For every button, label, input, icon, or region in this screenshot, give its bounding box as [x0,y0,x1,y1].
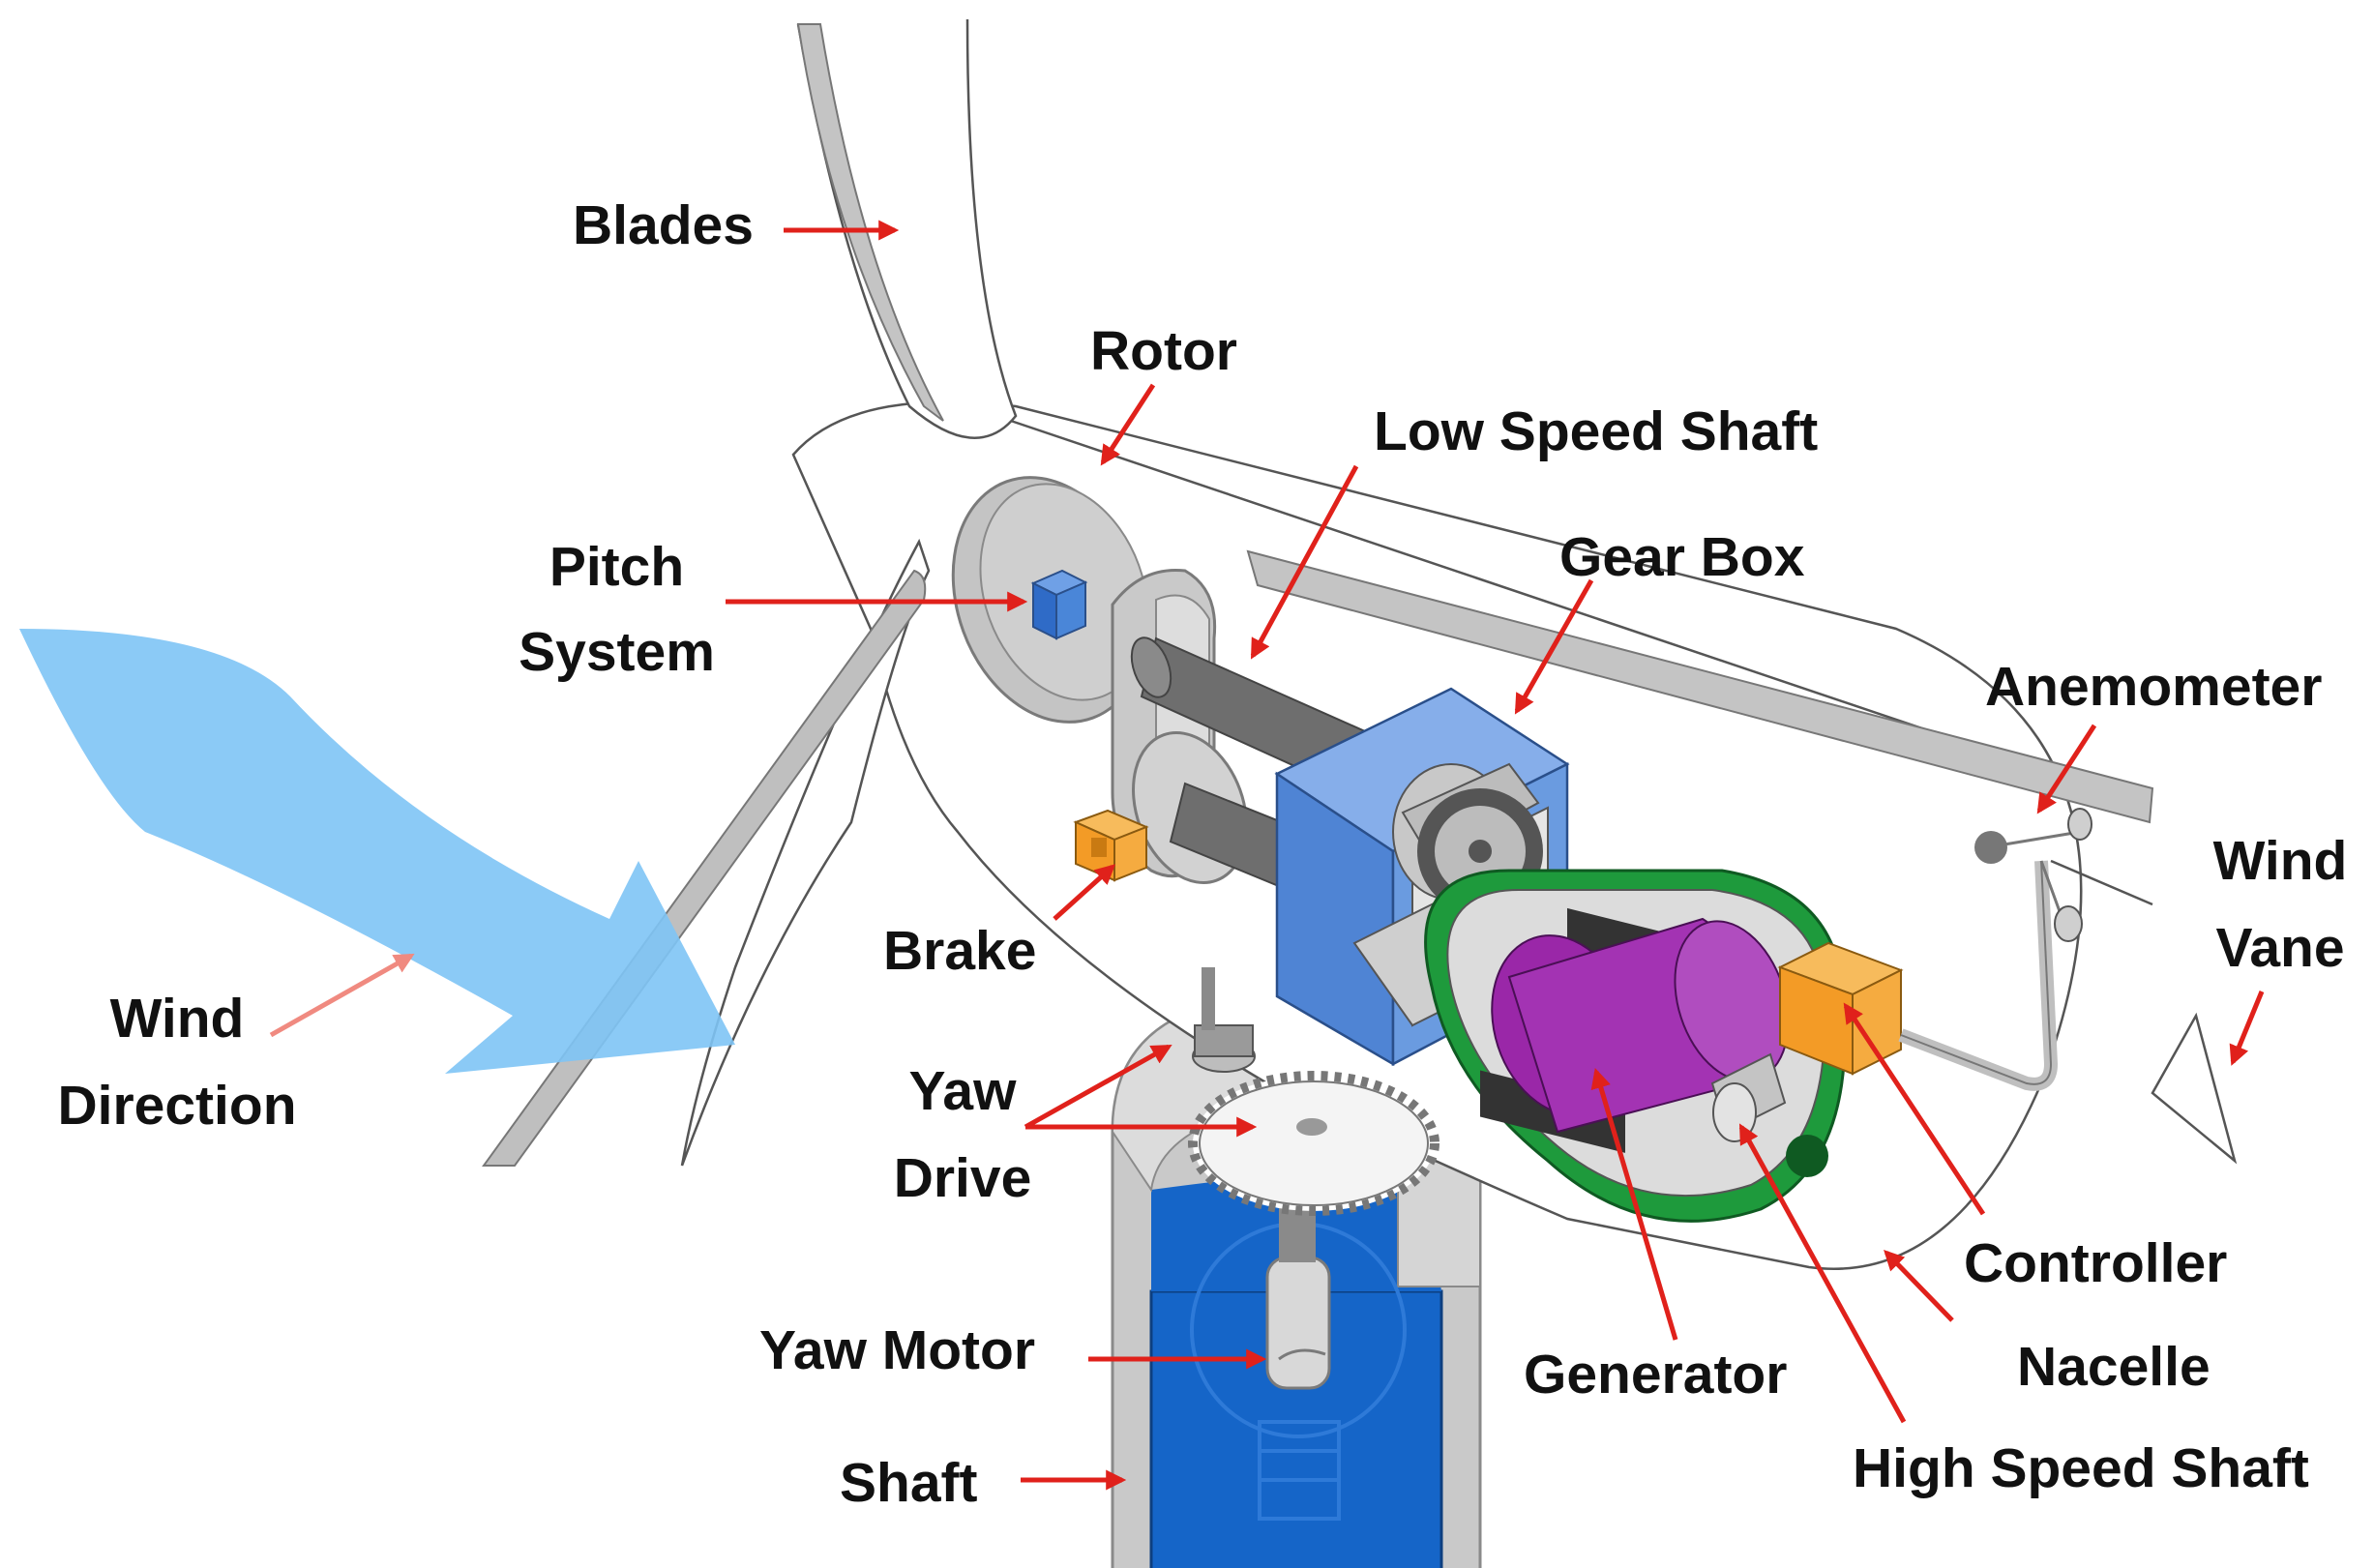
nacelle-frame [1246,549,2154,824]
label-wind-vane-line1: Wind [2212,830,2348,892]
arrow-yaw-drive-top [1024,1044,1172,1130]
label-generator: Generator [1524,1344,1788,1405]
arrow-wind-vane [2229,991,2265,1066]
yaw-gear [1188,967,1439,1216]
label-shaft: Shaft [840,1452,978,1514]
arrow-brake [1053,864,1116,921]
arrow-controller [1843,1002,1986,1216]
anemometer [1974,808,2092,942]
pointer-arrows [726,220,2265,1491]
label-yaw-drive-line1: Yaw [908,1060,1017,1122]
label-pitch-system-line1: Pitch [549,536,685,598]
pitch-system [1030,569,1088,640]
label-low-speed-shaft: Low Speed Shaft [1374,400,1819,462]
label-wind-vane-line2: Vane [2215,917,2345,979]
controller [1777,941,1904,1076]
label-high-speed-shaft: High Speed Shaft [1853,1437,2309,1499]
label-gear-box: Gear Box [1559,526,1805,588]
wind-direction-arrow [19,629,735,1074]
yaw-motor [1190,1204,1407,1521]
arrow-rotor [1100,383,1156,466]
wind-vane [2050,859,2238,1165]
label-blades: Blades [573,194,754,256]
arrow-generator [1590,1067,1678,1341]
label-yaw-motor: Yaw Motor [759,1319,1036,1381]
label-brake: Brake [883,920,1037,982]
arrow-high-speed-shaft [1738,1123,1907,1424]
arrow-low-speed-shaft [1250,464,1359,660]
label-nacelle: Nacelle [2017,1336,2211,1398]
label-controller: Controller [1964,1232,2228,1294]
arrow-anemometer [2036,724,2097,814]
arrow-gear-box [1514,578,1594,715]
arrow-wind-direction [269,953,415,1038]
label-rotor: Rotor [1090,320,1237,382]
label-anemometer: Anemometer [1985,656,2323,718]
label-yaw-drive-line2: Drive [893,1147,1032,1209]
label-wind-direction-line2: Direction [57,1075,297,1137]
label-pitch-system-line2: System [519,621,715,683]
label-wind-direction-line1: Wind [109,988,245,1050]
arrow-nacelle [1884,1249,1954,1322]
